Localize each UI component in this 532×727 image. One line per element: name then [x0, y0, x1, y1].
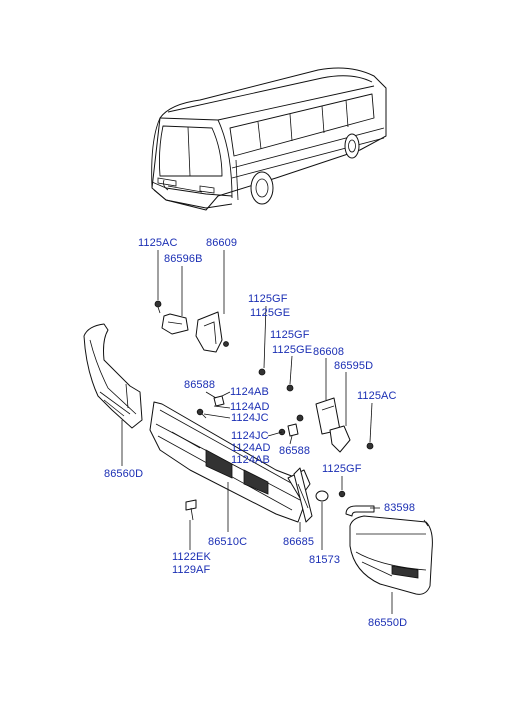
label-1125gf-c: 1125GF — [322, 463, 362, 475]
label-86609: 86609 — [206, 237, 238, 249]
part-86685-bracket — [293, 467, 313, 523]
label-1129af: 1129AF — [172, 564, 211, 576]
label-1125ge-b: 1125GE — [272, 344, 313, 356]
leader-lines — [121, 250, 393, 614]
label-1125gf-a: 1125GF — [248, 293, 288, 305]
label-83598: 83598 — [384, 502, 416, 514]
label-1125ac-right: 1125AC — [357, 390, 397, 402]
label-86685: 86685 — [283, 536, 315, 548]
label-86595d: 86595D — [334, 360, 374, 372]
label-1124ad-a: 1124AD — [230, 401, 270, 413]
label-86560d: 86560D — [104, 468, 144, 480]
part-86510c-bumper — [149, 401, 311, 523]
label-1122ek: 1122EK — [172, 551, 211, 563]
part-83598-strap — [345, 505, 375, 517]
part-86550d-right-corner — [349, 515, 433, 595]
label-1124jc-b: 1124JC — [231, 430, 269, 442]
label-86588-a: 86588 — [184, 379, 216, 391]
label-81573: 81573 — [309, 554, 341, 566]
label-1125gf-b: 1125GF — [270, 329, 310, 341]
label-1124ad-b: 1124AD — [231, 442, 271, 454]
part-86560d-left-corner — [83, 323, 143, 429]
label-86510c: 86510C — [208, 536, 248, 548]
label-1124ab-a: 1124AB — [230, 386, 269, 398]
label-86588-b: 86588 — [279, 445, 311, 457]
label-86596b: 86596B — [164, 253, 203, 265]
label-86608: 86608 — [313, 346, 345, 358]
label-86550d: 86550D — [368, 617, 408, 629]
label-1124ab-b: 1124AB — [231, 454, 270, 466]
part-86609-bracket — [154, 300, 229, 353]
label-1125ac-top: 1125AC — [138, 237, 178, 249]
part-86608-bracket — [258, 368, 374, 453]
label-1125ge-a: 1125GE — [250, 307, 291, 319]
label-1124jc-a: 1124JC — [231, 412, 269, 424]
bus-illustration — [151, 67, 387, 211]
